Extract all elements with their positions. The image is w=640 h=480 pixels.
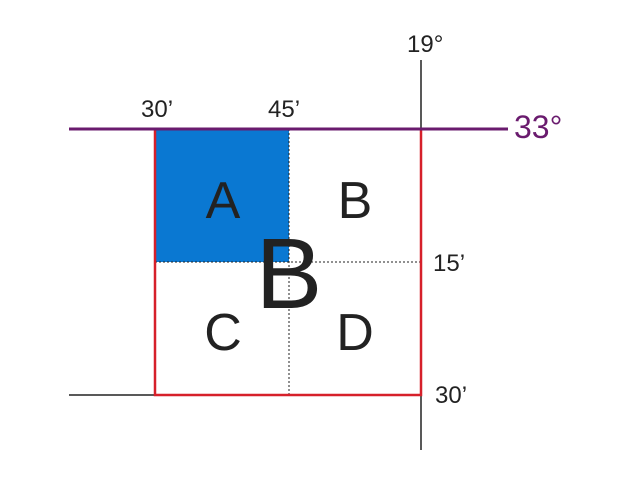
quadrant-b-label: B (338, 172, 373, 230)
label-30-minutes-top: 30’ (141, 96, 173, 123)
quadrant-c-label: C (204, 304, 242, 362)
quadrant-d-label: D (336, 304, 374, 362)
quadrant-a-label: A (206, 172, 241, 230)
label-45-minutes-top: 45’ (268, 96, 300, 123)
label-19-degrees: 19° (407, 31, 443, 58)
quadrant-a-fill (155, 129, 289, 262)
center-sheet-letter: B (256, 218, 323, 330)
label-15-minutes-right: 15’ (433, 250, 465, 277)
label-30-minutes-right: 30’ (435, 382, 467, 409)
label-33-degrees: 33° (514, 109, 562, 145)
